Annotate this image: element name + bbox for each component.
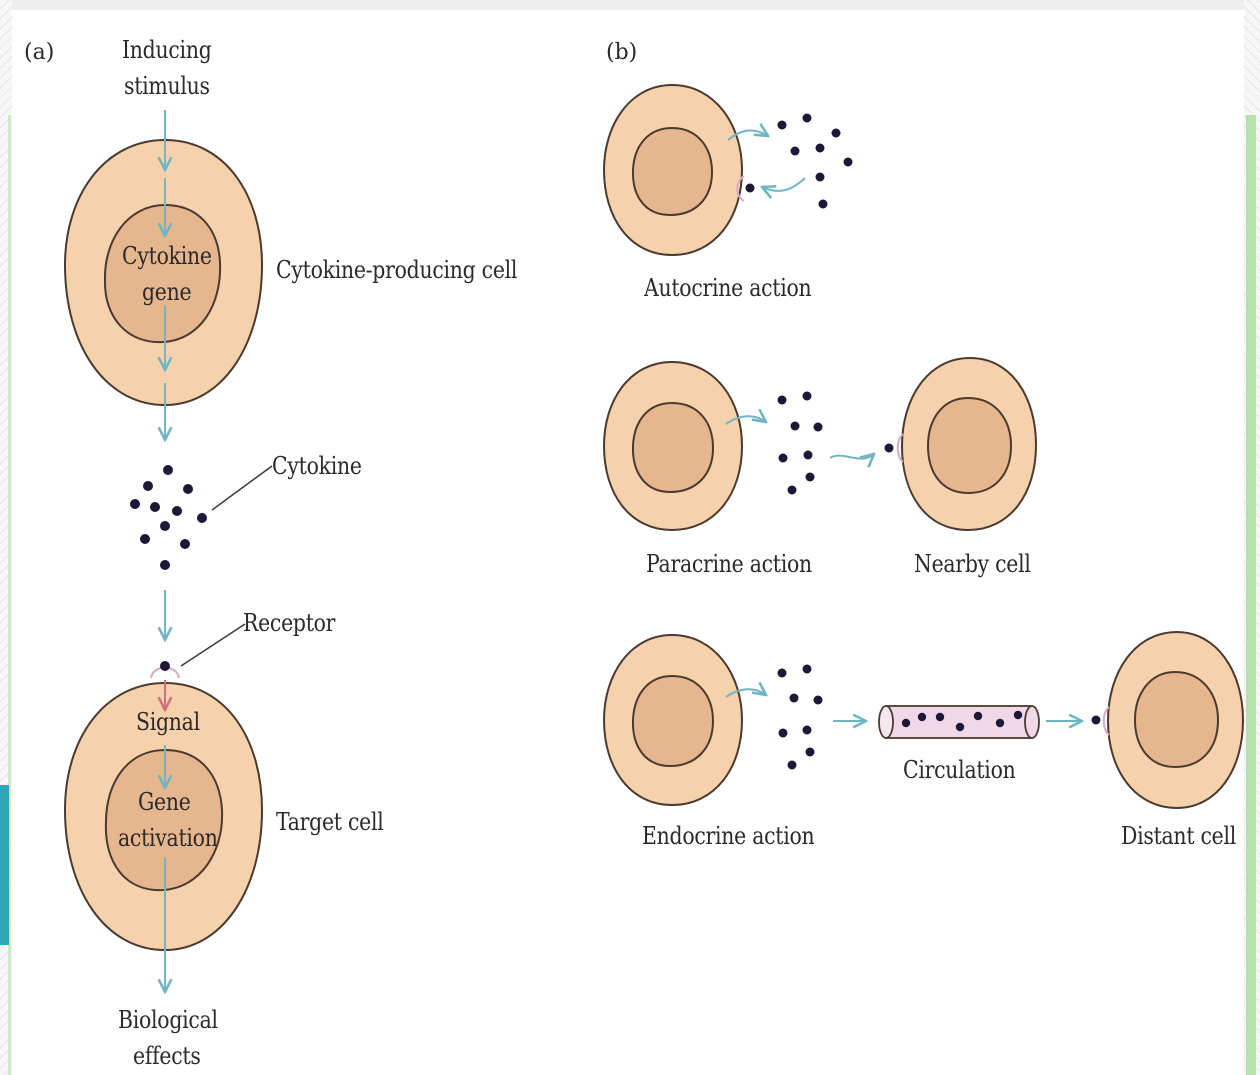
inducing-stimulus-label-1: Inducing — [122, 32, 212, 68]
receptor-label: Receptor — [243, 605, 335, 641]
endocrine-label: Endocrine action — [642, 818, 814, 854]
cytokine-gene-label-1: Cytokine — [122, 238, 212, 274]
autocrine-label: Autocrine action — [644, 270, 811, 306]
nearby-cell-label: Nearby cell — [914, 546, 1031, 582]
cytokine-dots — [130, 465, 207, 570]
inducing-stimulus-label-2: stimulus — [124, 68, 210, 104]
autocrine-return-arrow — [762, 178, 805, 191]
endocrine-cytokine-dots — [778, 665, 823, 770]
paracrine-nucleus — [633, 403, 713, 492]
bound-cytokine — [160, 661, 170, 671]
circulation-label: Circulation — [903, 752, 1015, 788]
receptor-leader-line — [181, 624, 245, 666]
panel-a-label: (a) — [24, 40, 54, 65]
distant-cell-label: Distant cell — [1121, 818, 1236, 854]
gene-activation-label-2: activation — [118, 820, 218, 856]
biological-effects-label-2: effects — [133, 1038, 201, 1074]
cytokine-label: Cytokine — [272, 448, 362, 484]
gene-activation-label-1: Gene — [138, 784, 191, 820]
autocrine-cytokine-dots — [778, 114, 853, 209]
paracrine-cytokine-dots — [778, 392, 823, 495]
biological-effects-label-1: Biological — [118, 1002, 218, 1038]
cytokine-leader-line — [212, 466, 272, 510]
paracrine-travel-arrow — [830, 454, 874, 459]
autocrine-nucleus — [633, 128, 712, 215]
panel-b-label: (b) — [606, 40, 637, 65]
paracrine-label: Paracrine action — [646, 546, 812, 582]
endocrine-nucleus — [633, 676, 713, 766]
distant-nucleus — [1135, 672, 1218, 767]
producing-cell-label: Cytokine-producing cell — [276, 252, 517, 288]
cytokine-gene-label-2: gene — [142, 274, 191, 310]
signal-label: Signal — [136, 704, 200, 740]
target-cell-label: Target cell — [276, 804, 383, 840]
nearby-nucleus — [928, 398, 1011, 493]
